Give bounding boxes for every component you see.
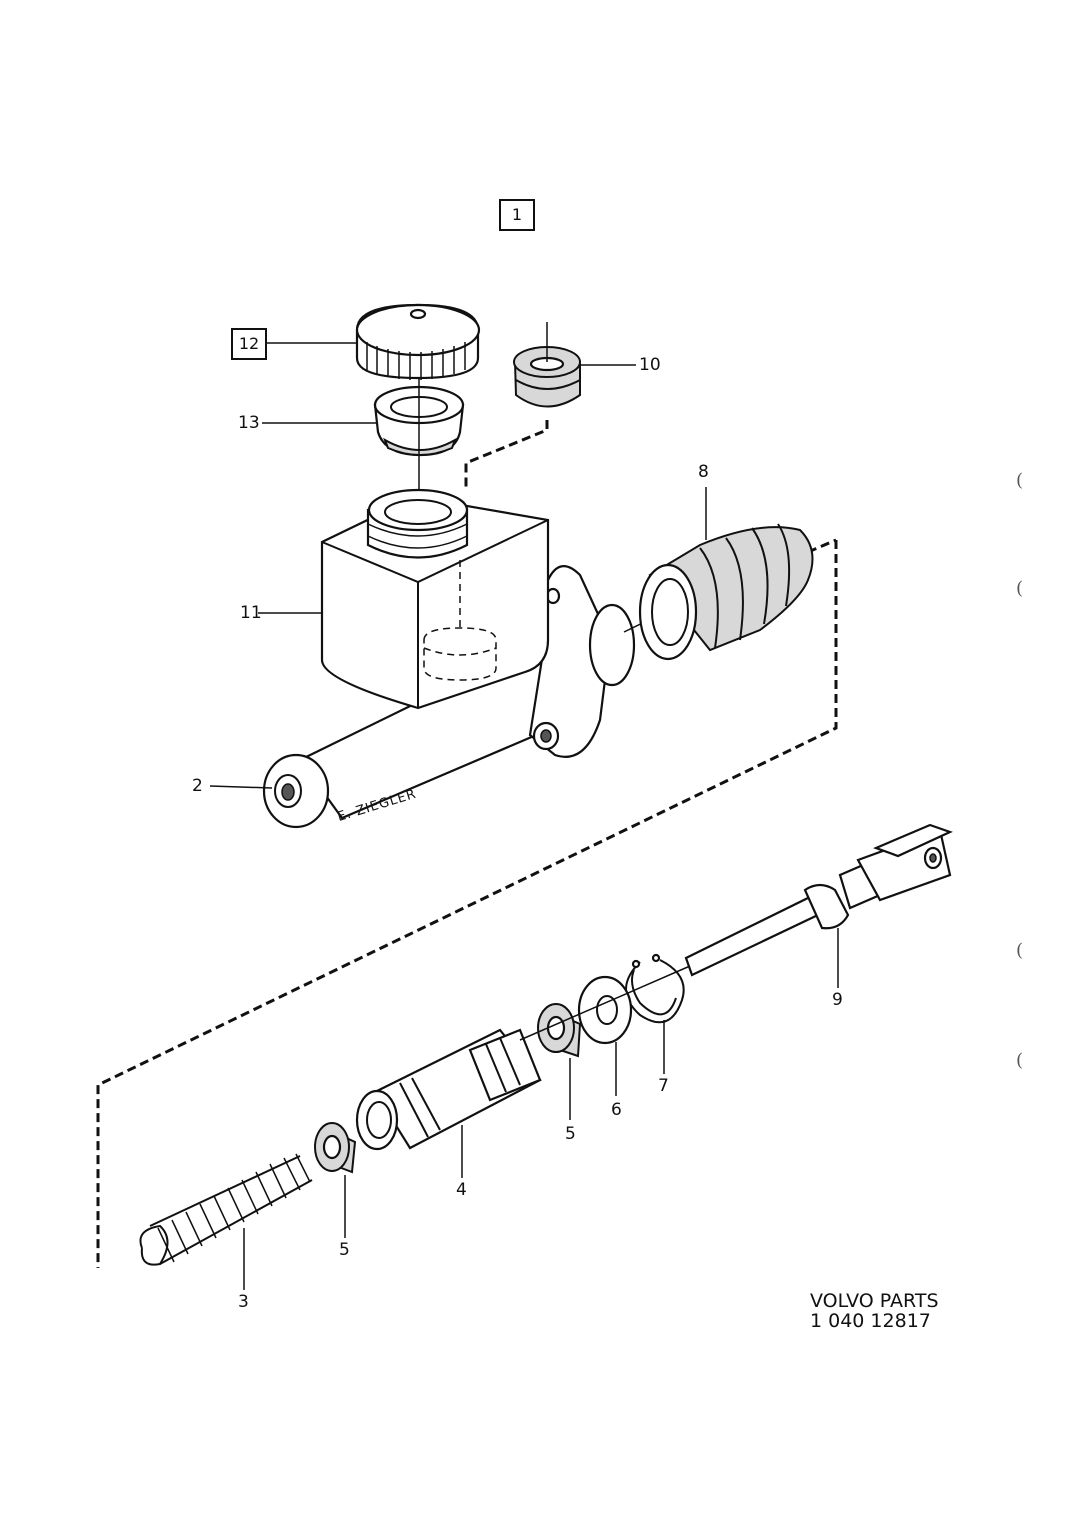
callout-5-right: 5 bbox=[565, 1124, 576, 1144]
callout-3: 3 bbox=[238, 1292, 249, 1312]
margin-mark: ( bbox=[1016, 1050, 1024, 1071]
callout-5-left: 5 bbox=[339, 1240, 350, 1260]
footer-part-number: 1 040 12817 bbox=[810, 1310, 931, 1332]
callout-10: 10 bbox=[639, 355, 661, 375]
footer-brand: VOLVO PARTS bbox=[810, 1290, 939, 1312]
callout-7: 7 bbox=[658, 1076, 669, 1096]
reservoir-plug bbox=[513, 346, 581, 408]
margin-mark: ( bbox=[1016, 578, 1024, 599]
circlip bbox=[625, 953, 685, 1024]
piston bbox=[355, 1028, 542, 1151]
stop-washer bbox=[577, 975, 633, 1045]
assembly-axis bbox=[519, 965, 691, 1041]
plug-connection-dashed bbox=[464, 420, 549, 490]
return-spring bbox=[139, 1153, 313, 1266]
piston-seal-primary bbox=[314, 1122, 357, 1174]
reservoir-cap bbox=[355, 303, 481, 380]
pushrod-with-clevis bbox=[684, 823, 953, 977]
master-cylinder-body bbox=[262, 488, 636, 829]
margin-mark: ( bbox=[1016, 470, 1024, 491]
figure-reference-box: 1 bbox=[499, 199, 535, 231]
callout-12-box: 12 bbox=[231, 328, 267, 360]
leader-2 bbox=[209, 785, 273, 789]
callout-13: 13 bbox=[238, 413, 260, 433]
callout-2: 2 bbox=[192, 776, 203, 796]
assembly-boundary-dashed bbox=[96, 538, 838, 1268]
callout-8: 8 bbox=[698, 462, 709, 482]
callout-9: 9 bbox=[832, 990, 843, 1010]
callout-6: 6 bbox=[611, 1100, 622, 1120]
margin-mark: ( bbox=[1016, 940, 1024, 961]
dust-boot bbox=[638, 523, 814, 661]
callout-11: 11 bbox=[240, 603, 262, 623]
callout-4: 4 bbox=[456, 1180, 467, 1200]
